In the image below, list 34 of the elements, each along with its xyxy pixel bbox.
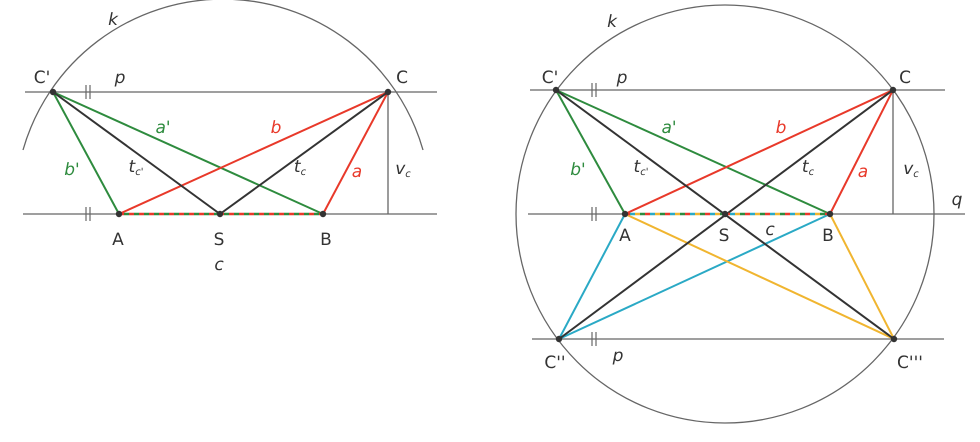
line-label: b [776,119,786,137]
line-label: c [765,221,775,239]
point-label: B [822,227,834,245]
line-label: a [352,163,362,181]
point-label: C' [542,69,558,87]
line-label: t$_{c}$ [802,158,814,180]
line-label: a' [155,119,171,137]
line-label: b' [570,161,586,179]
point-label: C'' [544,354,566,372]
line-label: a' [661,119,677,137]
line-label: p [616,69,628,87]
line-label: b [270,119,282,137]
line-label: t$_{c'}$ [128,158,144,180]
line-label: p [114,69,126,87]
line-label: c [214,256,224,274]
point-label: C [396,69,408,87]
line-label: k [607,13,617,31]
point-label: A [619,227,631,245]
point-label: C [899,69,911,87]
point-label: A [112,231,124,249]
point-label: C''' [897,354,923,372]
line-label: p [612,347,624,365]
line-label: v$_{c}$ [395,160,411,182]
line-label: v$_{c}$ [903,160,919,182]
line-label: t$_{c'}$ [634,158,648,180]
point-label: C' [34,69,50,87]
point-label: B [320,231,332,249]
line-label: k [108,11,118,29]
line-label: a [858,163,868,181]
line-label: b' [64,161,80,179]
line-label: t$_{c}$ [294,158,306,180]
point-label: S [214,231,224,249]
point-label: S [718,227,730,245]
line-label: q [952,191,962,209]
